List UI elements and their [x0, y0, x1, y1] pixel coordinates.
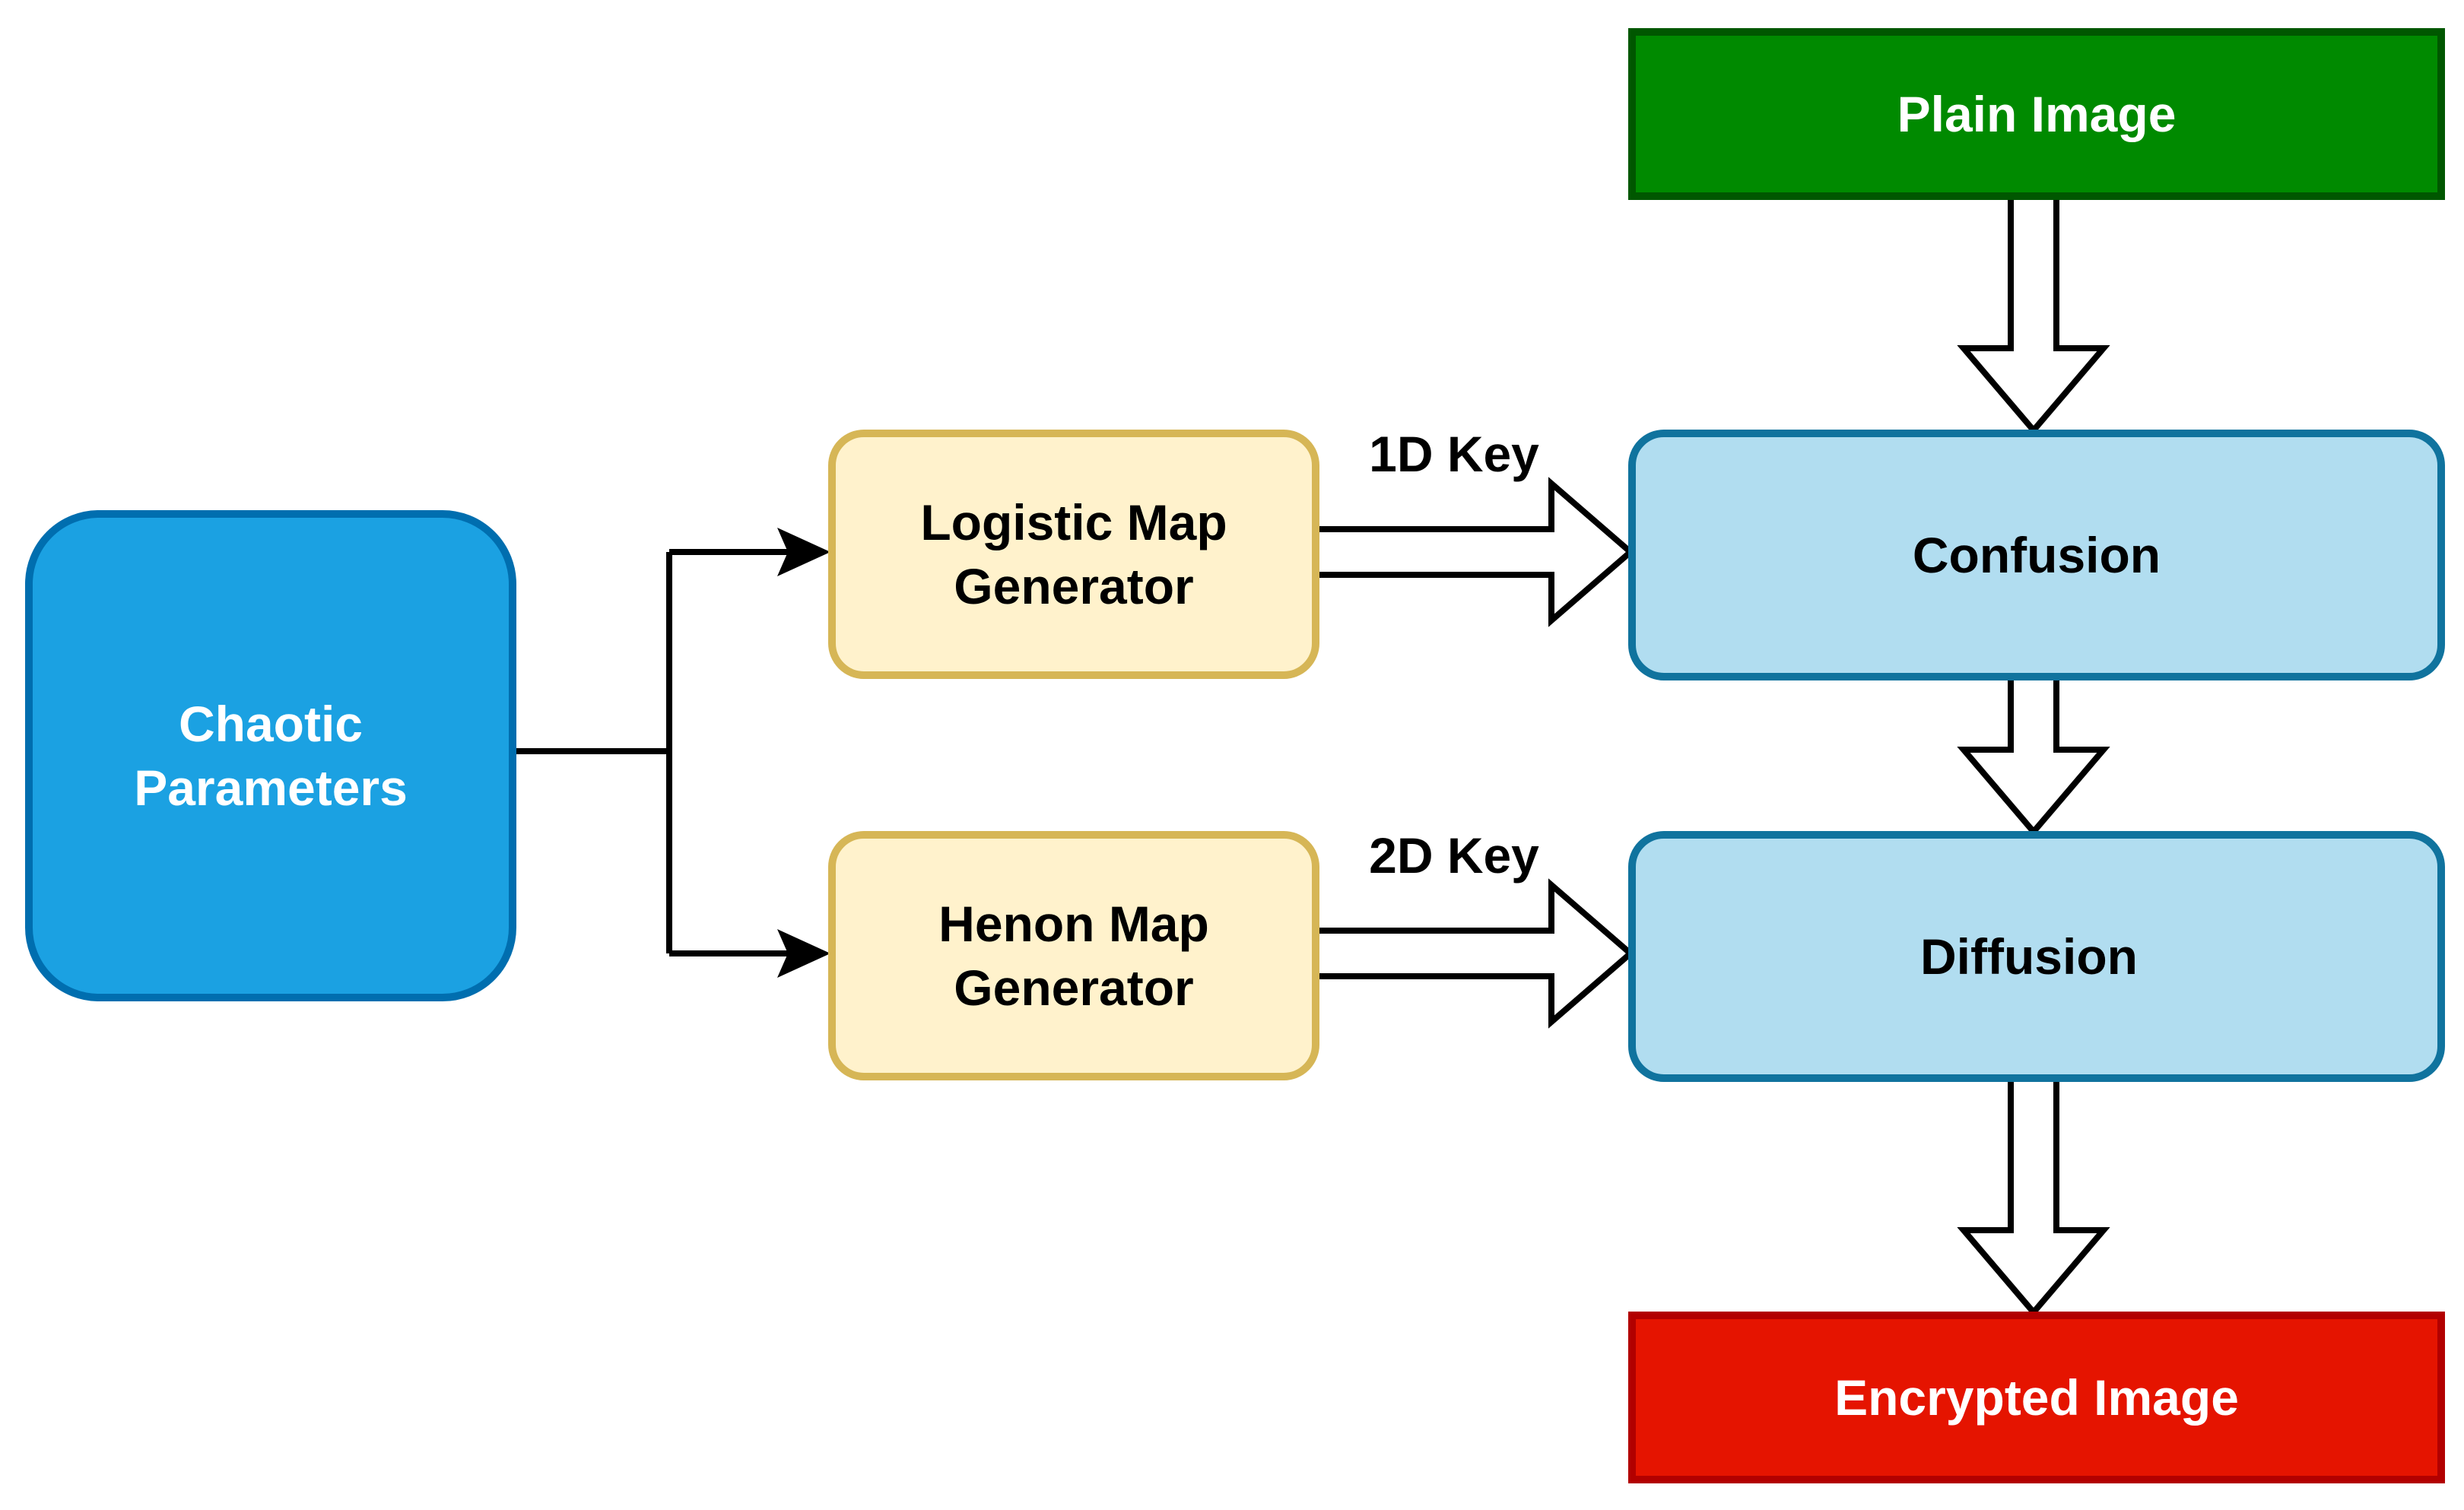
block-arrow-2d-key — [1313, 878, 1636, 1029]
node-label-line: Generator — [954, 960, 1193, 1016]
arrowhead-to-henon — [777, 929, 830, 978]
arrowhead-to-logistic — [777, 528, 830, 576]
encrypted-image-label: Encrypted Image — [1834, 1369, 2239, 1426]
block-arrow-plain-to-confusion — [1957, 193, 2110, 436]
block-arrow-confusion-to-diffusion — [1957, 674, 2110, 837]
node-label-line: Logistic Map — [920, 494, 1227, 550]
node-label-line: Parameters — [134, 760, 408, 816]
node-plain-image: Plain Image — [1628, 28, 2445, 200]
node-label-line: Diffusion — [1920, 928, 2138, 985]
node-label-line: Plain Image — [1897, 86, 2177, 142]
node-label-line: Henon Map — [938, 896, 1209, 952]
node-label-line: Confusion — [1913, 527, 2161, 583]
edge-label-2d-key: 2D Key — [1369, 827, 1539, 883]
node-confusion: Confusion — [1628, 430, 2445, 680]
edge-label-1d-key: 1D Key — [1369, 426, 1539, 482]
node-label-line: Encrypted Image — [1834, 1369, 2239, 1426]
node-diffusion: Diffusion — [1628, 831, 2445, 1082]
diffusion-label: Diffusion — [1920, 928, 2138, 985]
plain-image-label: Plain Image — [1897, 86, 2177, 142]
confusion-label: Confusion — [1913, 527, 2161, 583]
node-label-line: Chaotic — [179, 696, 363, 752]
node-label-line: Generator — [954, 558, 1193, 614]
block-arrow-diffusion-to-encrypted — [1957, 1075, 2110, 1318]
block-arrow-1d-key — [1313, 477, 1636, 627]
branch-connector — [513, 549, 791, 956]
node-encrypted-image: Encrypted Image — [1628, 1312, 2445, 1483]
